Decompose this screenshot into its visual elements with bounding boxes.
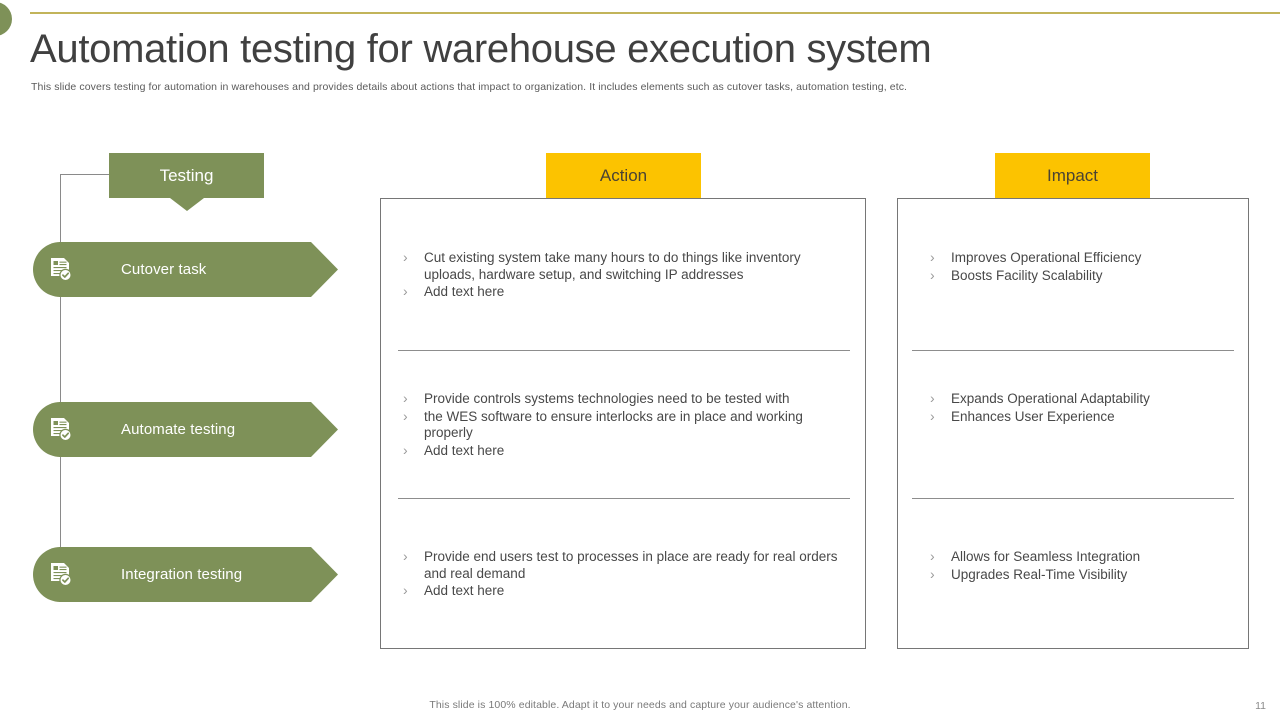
action-bullet-list-3: Provide end users test to processes in p…	[398, 548, 853, 600]
column-header-impact: Impact	[995, 153, 1150, 198]
impact-bullet-list-1: Improves Operational Efficiency Boosts F…	[925, 249, 1235, 285]
list-item: Provide controls systems technologies ne…	[398, 390, 853, 408]
list-item: Improves Operational Efficiency	[925, 249, 1235, 267]
page-number: 11	[1255, 700, 1266, 712]
document-check-icon	[50, 562, 72, 586]
flow-step-integration-testing[interactable]: Integration testing	[33, 547, 338, 602]
flow-step-arrow: Integration testing	[59, 547, 338, 602]
flow-step-automate-testing[interactable]: Automate testing	[33, 402, 338, 457]
impact-panel: Improves Operational Efficiency Boosts F…	[897, 198, 1249, 649]
document-check-icon	[50, 257, 72, 281]
column-header-testing: Testing	[109, 153, 264, 198]
flow-connector-horizontal	[60, 174, 110, 175]
flow-step-label: Integration testing	[121, 566, 243, 583]
list-item: Expands Operational Adaptability	[925, 390, 1235, 408]
impact-divider-2	[912, 498, 1234, 499]
flow-step-icon-circle	[33, 547, 88, 602]
list-item: the WES software to ensure interlocks ar…	[398, 408, 853, 442]
column-header-impact-label: Impact	[1046, 165, 1099, 185]
list-item: Add text here	[398, 582, 853, 600]
flow-step-label: Automate testing	[121, 421, 236, 438]
list-item: Add text here	[398, 283, 853, 301]
impact-divider-1	[912, 350, 1234, 351]
action-divider-1	[398, 350, 850, 351]
flow-step-arrow: Cutover task	[59, 242, 338, 297]
action-panel: Cut existing system take many hours to d…	[380, 198, 866, 649]
impact-segment-3: Allows for Seamless Integration Upgrades…	[925, 548, 1235, 584]
column-header-action-label: Action	[599, 165, 648, 185]
page-subtitle: This slide covers testing for automation…	[31, 81, 908, 93]
top-left-accent-shape	[0, 2, 12, 36]
impact-bullet-list-3: Allows for Seamless Integration Upgrades…	[925, 548, 1235, 584]
column-header-action: Action	[546, 153, 701, 198]
impact-segment-1: Improves Operational Efficiency Boosts F…	[925, 249, 1235, 285]
action-bullet-list-1: Cut existing system take many hours to d…	[398, 249, 853, 301]
document-check-icon	[50, 417, 72, 441]
list-item: Enhances User Experience	[925, 408, 1235, 426]
impact-bullet-list-2: Expands Operational Adaptability Enhance…	[925, 390, 1235, 426]
flow-step-icon-circle	[33, 402, 88, 457]
flow-step-label: Cutover task	[121, 261, 207, 278]
list-item: Add text here	[398, 442, 853, 460]
page-title: Automation testing for warehouse executi…	[30, 27, 932, 71]
flow-connector-vertical	[60, 174, 61, 594]
list-item: Boosts Facility Scalability	[925, 267, 1235, 285]
list-item: Provide end users test to processes in p…	[398, 548, 853, 582]
action-bullet-list-2: Provide controls systems technologies ne…	[398, 390, 853, 460]
flow-step-arrow: Automate testing	[59, 402, 338, 457]
list-item: Cut existing system take many hours to d…	[398, 249, 853, 283]
footer-note: This slide is 100% editable. Adapt it to…	[429, 699, 851, 711]
flow-step-cutover-task[interactable]: Cutover task	[33, 242, 338, 297]
top-divider-rule	[30, 12, 1280, 14]
action-divider-2	[398, 498, 850, 499]
action-segment-2: Provide controls systems technologies ne…	[398, 390, 853, 460]
action-segment-1: Cut existing system take many hours to d…	[398, 249, 853, 302]
list-item: Allows for Seamless Integration	[925, 548, 1235, 566]
flow-step-icon-circle	[33, 242, 88, 297]
list-item: Upgrades Real-Time Visibility	[925, 566, 1235, 584]
column-header-testing-label: Testing	[159, 165, 214, 185]
action-segment-3: Provide end users test to processes in p…	[398, 548, 853, 601]
impact-segment-2: Expands Operational Adaptability Enhance…	[925, 390, 1235, 426]
